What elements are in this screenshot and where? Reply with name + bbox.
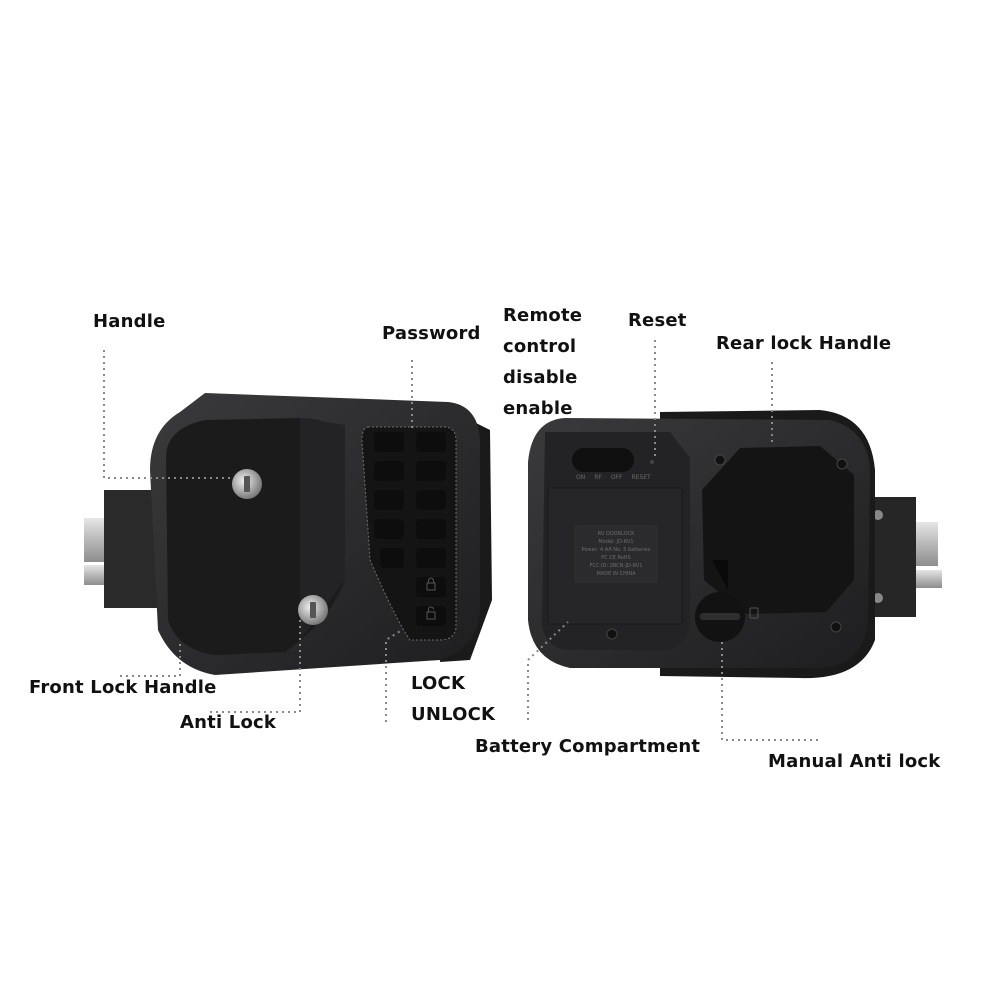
key-6[interactable]	[416, 490, 446, 510]
knob-grip	[700, 613, 740, 620]
key-2[interactable]	[416, 432, 446, 452]
leader-anti-lock	[210, 620, 301, 713]
handle-shadow	[712, 560, 728, 590]
screw-icon	[830, 621, 842, 633]
screw-icon	[873, 593, 883, 603]
sticker-line: Power: 4 AA No. 5 batteries	[581, 547, 651, 553]
rear-handle[interactable]	[702, 446, 854, 614]
label-remote-line: disable	[503, 367, 578, 388]
key-4[interactable]	[416, 461, 446, 481]
sticker-line: RV DOORLOCK	[597, 531, 635, 537]
latch-bolt-rear	[912, 522, 938, 566]
leader-battery	[527, 621, 569, 720]
sticker-line: MADE IN CHINA	[596, 571, 636, 577]
spec-sticker	[574, 525, 658, 583]
unlock-icon	[426, 606, 436, 620]
screw-icon	[606, 628, 618, 640]
sticker-line: FCC ID: 2BCN-JD-RV1	[589, 563, 643, 569]
leader-handle	[103, 350, 234, 479]
label-remote-line: enable	[503, 398, 573, 419]
sticker-line: FC CE RoHS	[601, 555, 631, 561]
key-5[interactable]	[374, 490, 404, 510]
key-0[interactable]	[416, 548, 446, 568]
label-lock: LOCK	[411, 673, 466, 694]
screw-icon	[873, 510, 883, 520]
label-password: Password	[382, 323, 481, 344]
leader-lines	[103, 340, 818, 741]
label-manual-anti-lock: Manual Anti lock	[768, 751, 941, 772]
key-1[interactable]	[374, 432, 404, 452]
key-7[interactable]	[374, 519, 404, 539]
leader-front-handle	[120, 642, 181, 677]
switch-label-on: ON	[576, 474, 586, 481]
dead-bolt-rear	[912, 570, 942, 588]
switch-label-reset: RESET	[631, 474, 651, 481]
screw-icon	[836, 458, 848, 470]
screw-icon	[714, 454, 726, 466]
keypad-keys	[374, 432, 446, 626]
rear-lock	[528, 410, 942, 679]
key-8[interactable]	[416, 519, 446, 539]
label-unlock: UNLOCK	[411, 704, 496, 725]
key-9[interactable]	[380, 548, 404, 568]
label-remote-line: Remote	[503, 305, 583, 326]
label-remote-control: Remote control disable enable	[503, 300, 582, 424]
reset-button[interactable]	[650, 460, 654, 464]
handle-bevel	[300, 418, 345, 640]
unlock-key[interactable]	[416, 606, 446, 626]
label-battery-compartment: Battery Compartment	[475, 736, 701, 757]
key-slot-icon	[244, 476, 250, 492]
key-3[interactable]	[374, 461, 404, 481]
switch-labels: ON RF OFF RESET	[576, 474, 686, 481]
label-remote-line: control	[503, 336, 577, 357]
sticker-line: Model: JD-RV1	[598, 539, 634, 545]
leader-manual-anti-lock	[721, 642, 818, 741]
label-anti-lock: Anti Lock	[180, 712, 277, 733]
label-handle: Handle	[93, 311, 166, 332]
remote-switch[interactable]	[572, 448, 634, 472]
front-lock	[84, 393, 492, 675]
label-front-lock-handle: Front Lock Handle	[29, 677, 217, 698]
sticker-text: RV DOORLOCK Model: JD-RV1 Power: 4 AA No…	[577, 530, 655, 578]
label-lock-unlock: LOCK UNLOCK	[411, 668, 495, 730]
switch-label-rf: RF	[594, 474, 602, 481]
lock-key[interactable]	[416, 577, 446, 597]
switch-label-off: OFF	[610, 474, 623, 481]
label-reset: Reset	[628, 310, 687, 331]
key-slot-icon	[310, 602, 316, 618]
label-rear-lock-handle: Rear lock Handle	[716, 333, 892, 354]
padlock-icon	[749, 607, 759, 619]
lock-icon	[426, 577, 436, 591]
